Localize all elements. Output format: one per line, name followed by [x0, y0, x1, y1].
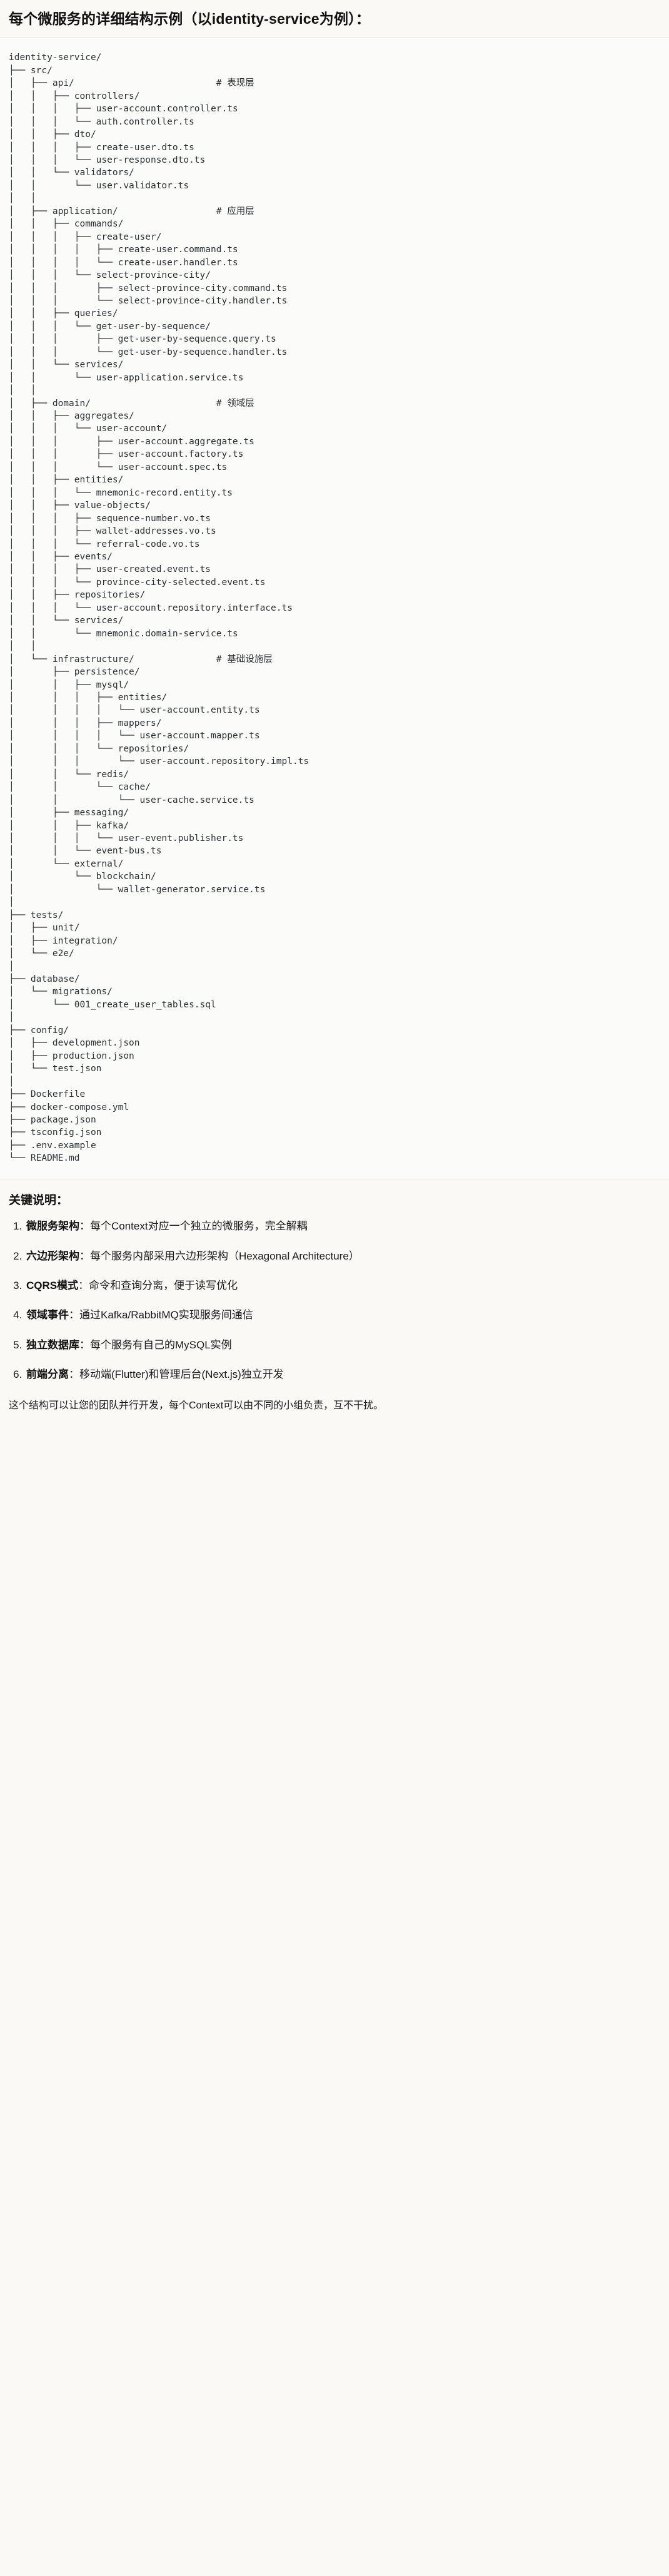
- key-point-term: 微服务架构: [26, 1220, 79, 1233]
- key-point-item: 六边形架构：每个服务内部采用六边形架构（Hexagonal Architectu…: [25, 1248, 660, 1265]
- key-point-description: ：每个服务内部采用六边形架构（Hexagonal Architecture）: [79, 1250, 360, 1262]
- key-point-description: ：每个Context对应一个独立的微服务，完全解耦: [79, 1220, 308, 1233]
- key-point-description: ：通过Kafka/RabbitMQ实现服务间通信: [69, 1309, 253, 1321]
- key-point-term: 领域事件: [26, 1309, 69, 1321]
- directory-tree-code-block: identity-service/ ├── src/ │ ├── api/ # …: [0, 37, 669, 1179]
- tree-layer-comment: # 应用层: [216, 206, 254, 216]
- tree-layer-comment: # 基础设施层: [216, 654, 273, 664]
- key-points-list: 微服务架构：每个Context对应一个独立的微服务，完全解耦六边形架构：每个服务…: [9, 1218, 660, 1383]
- directory-tree-text: identity-service/ ├── src/ │ ├── api/ # …: [9, 53, 309, 1164]
- key-points-section: 关键说明： 微服务架构：每个Context对应一个独立的微服务，完全解耦六边形架…: [0, 1179, 669, 1425]
- key-point-term: CQRS模式: [26, 1279, 79, 1291]
- page-title: 每个微服务的详细结构示例（以identity-service为例）：: [9, 11, 371, 27]
- key-point-item: 前端分离：移动端(Flutter)和管理后台(Next.js)独立开发: [25, 1367, 660, 1383]
- key-points-footer: 这个结构可以让您的团队并行开发，每个Context可以由不同的小组负责，互不干扰…: [9, 1400, 384, 1412]
- key-point-item: 微服务架构：每个Context对应一个独立的微服务，完全解耦: [25, 1218, 660, 1235]
- document-page: 每个微服务的详细结构示例（以identity-service为例）： ident…: [0, 0, 669, 1425]
- tree-layer-comment: # 领域层: [216, 398, 254, 409]
- key-point-item: 领域事件：通过Kafka/RabbitMQ实现服务间通信: [25, 1307, 660, 1323]
- key-point-item: 独立数据库：每个服务有自己的MySQL实例: [25, 1337, 660, 1353]
- key-point-item: CQRS模式：命令和查询分离，便于读写优化: [25, 1278, 660, 1294]
- key-point-term: 独立数据库: [26, 1338, 79, 1351]
- key-point-description: ：命令和查询分离，便于读写优化: [78, 1279, 238, 1291]
- key-point-term: 前端分离: [26, 1368, 69, 1380]
- key-point-term: 六边形架构: [26, 1250, 79, 1262]
- key-point-description: ：每个服务有自己的MySQL实例: [79, 1338, 232, 1351]
- tree-layer-comment: # 表现层: [216, 78, 254, 89]
- key-point-description: ：移动端(Flutter)和管理后台(Next.js)独立开发: [69, 1368, 284, 1380]
- key-points-heading: 关键说明：: [9, 1193, 69, 1207]
